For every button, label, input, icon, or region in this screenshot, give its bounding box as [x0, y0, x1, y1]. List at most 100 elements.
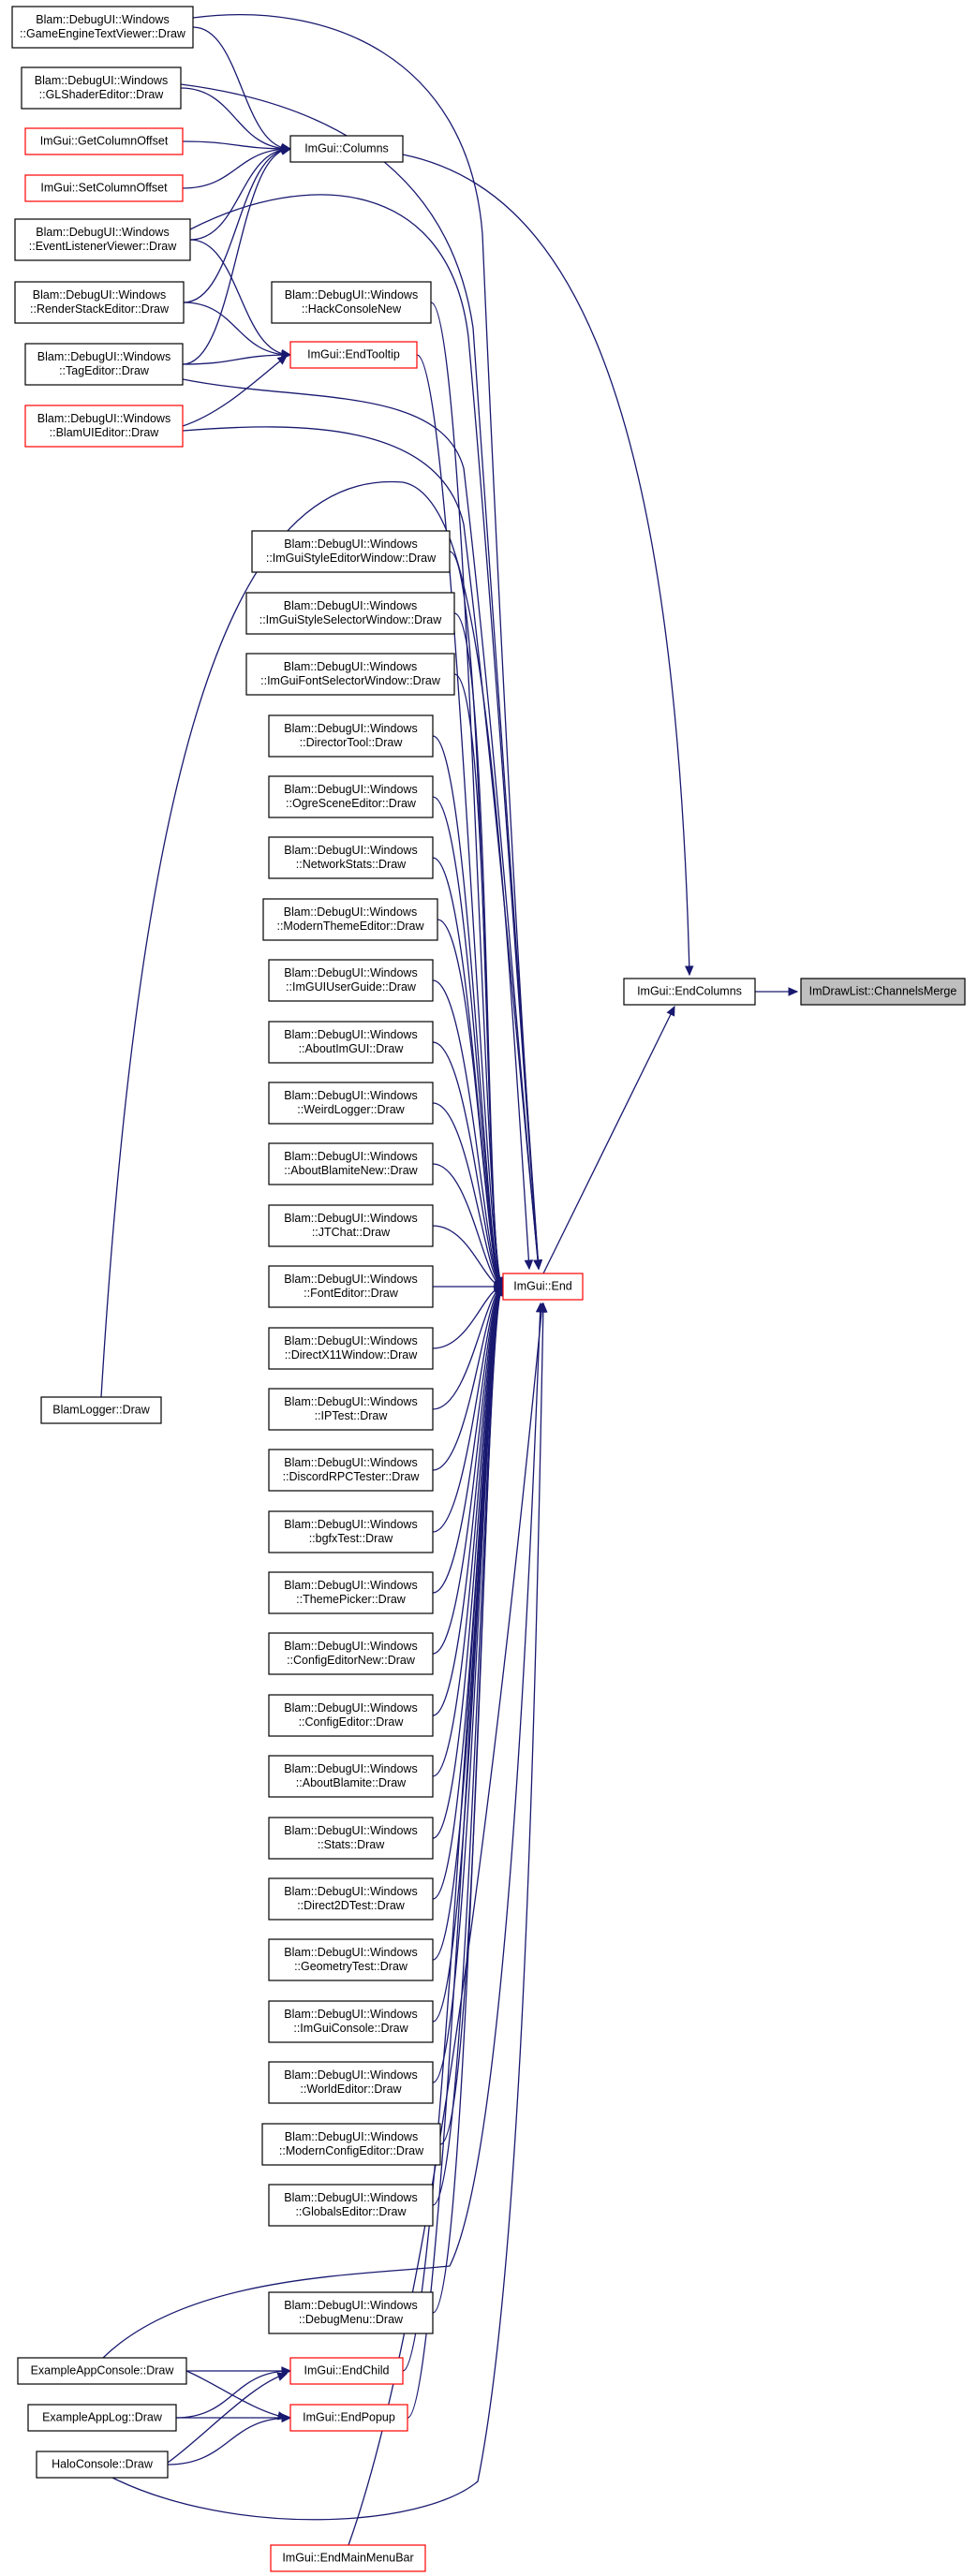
- node-label-line: ImDrawList::ChannelsMerge: [809, 984, 957, 997]
- node-geometry-test[interactable]: Blam::DebugUI::Windows::GeometryTest::Dr…: [268, 1938, 434, 1981]
- edge-line: [167, 2417, 291, 2466]
- node-example-app-console[interactable]: ExampleAppConsole::Draw: [17, 2357, 187, 2385]
- node-blam-logger[interactable]: BlamLogger::Draw: [40, 1396, 162, 1424]
- node-jt-chat[interactable]: Blam::DebugUI::Windows::JTChat::Draw: [268, 1204, 434, 1247]
- node-stats[interactable]: Blam::DebugUI::Windows::Stats::Draw: [268, 1817, 434, 1860]
- node-event-listener-viewer[interactable]: Blam::DebugUI::Windows::EventListenerVie…: [14, 218, 191, 261]
- node-weird-logger[interactable]: Blam::DebugUI::Windows::WeirdLogger::Dra…: [268, 1082, 434, 1125]
- edge-line: [407, 1286, 504, 2419]
- edge-blam_logger-to-end: [100, 480, 534, 1398]
- node-ip-test[interactable]: Blam::DebugUI::Windows::IPTest::Draw: [268, 1388, 434, 1431]
- node-box: [268, 1755, 434, 1798]
- node-discord-rpc-tester[interactable]: Blam::DebugUI::Windows::DiscordRPCTester…: [268, 1449, 434, 1492]
- node-box: [251, 530, 451, 573]
- node-direct-x11-window[interactable]: Blam::DebugUI::Windows::DirectX11Window:…: [268, 1327, 434, 1370]
- node-end-popup[interactable]: ImGui::EndPopup: [289, 2404, 408, 2432]
- node-imgui-style-selector[interactable]: Blam::DebugUI::Windows::ImGuiStyleSelect…: [245, 592, 455, 635]
- node-render-stack-editor[interactable]: Blam::DebugUI::Windows::RenderStackEdito…: [14, 281, 185, 324]
- node-end[interactable]: ImGui::End: [502, 1273, 584, 1301]
- node-box: [268, 1571, 434, 1614]
- edge-line: [100, 480, 530, 1398]
- node-network-stats[interactable]: Blam::DebugUI::Windows::NetworkStats::Dr…: [268, 836, 434, 879]
- edge-line: [182, 378, 540, 1270]
- node-imgui-user-guide[interactable]: Blam::DebugUI::Windows::ImGUIUserGuide::…: [268, 959, 434, 1002]
- node-label-line: Blam::DebugUI::Windows: [284, 2299, 417, 2312]
- node-halo-console[interactable]: HaloConsole::Draw: [36, 2451, 169, 2479]
- node-imgui-console[interactable]: Blam::DebugUI::Windows::ImGuiConsole::Dr…: [268, 2000, 434, 2043]
- node-label-line: Blam::DebugUI::Windows: [284, 2008, 417, 2021]
- node-box: [268, 1204, 434, 1247]
- edge-line: [432, 1102, 504, 1288]
- edge-arrowhead: [276, 355, 288, 365]
- node-label-line: Blam::DebugUI::Windows: [284, 1334, 417, 1347]
- node-label-line: ImGui::End: [513, 1279, 572, 1292]
- node-end-child[interactable]: ImGui::EndChild: [289, 2357, 404, 2385]
- node-game-engine-text-viewer[interactable]: Blam::DebugUI::Windows::GameEngineTextVi…: [11, 6, 194, 49]
- node-director-tool[interactable]: Blam::DebugUI::Windows::DirectorTool::Dr…: [268, 714, 434, 758]
- node-box: [289, 341, 418, 369]
- node-tag-editor[interactable]: Blam::DebugUI::Windows::TagEditor::Draw: [24, 343, 184, 386]
- node-label-line: Blam::DebugUI::Windows: [284, 537, 417, 551]
- node-box: [268, 2000, 434, 2043]
- node-about-imgui[interactable]: Blam::DebugUI::Windows::AboutImGUI::Draw: [268, 1021, 434, 1064]
- node-globals-editor[interactable]: Blam::DebugUI::Windows::GlobalsEditor::D…: [268, 2184, 434, 2227]
- node-about-blamite-new[interactable]: Blam::DebugUI::Windows::AboutBlamiteNew:…: [268, 1142, 434, 1185]
- node-get-column-offset[interactable]: ImGui::GetColumnOffset: [24, 127, 184, 155]
- node-label-line: ::HackConsoleNew: [302, 302, 402, 316]
- edge-line: [182, 354, 291, 365]
- node-end-main-menu-bar[interactable]: ImGui::EndMainMenuBar: [270, 2544, 426, 2572]
- edge-line: [167, 2373, 288, 2464]
- node-modern-config-editor[interactable]: Blam::DebugUI::Windows::ModernConfigEdit…: [261, 2123, 441, 2166]
- node-imgui-font-selector[interactable]: Blam::DebugUI::Windows::ImGuiFontSelecto…: [245, 653, 455, 696]
- node-ogre-scene-editor[interactable]: Blam::DebugUI::Windows::OgreSceneEditor:…: [268, 775, 434, 818]
- node-config-editor-new[interactable]: Blam::DebugUI::Windows::ConfigEditorNew:…: [268, 1632, 434, 1675]
- edge-end_main_menu_bar-to-end: [348, 1302, 546, 2546]
- edge-line: [102, 1303, 541, 2359]
- node-font-editor[interactable]: Blam::DebugUI::Windows::FontEditor::Draw: [268, 1265, 434, 1308]
- edge-line: [180, 87, 291, 150]
- node-hack-console-new[interactable]: Blam::DebugUI::Windows::HackConsoleNew: [271, 281, 432, 324]
- node-end-columns[interactable]: ImGui::EndColumns: [623, 978, 756, 1006]
- node-box: [268, 2184, 434, 2227]
- node-gl-shader-editor[interactable]: Blam::DebugUI::Windows::GLShaderEditor::…: [21, 66, 182, 110]
- node-theme-picker[interactable]: Blam::DebugUI::Windows::ThemePicker::Dra…: [268, 1571, 434, 1614]
- node-box: [268, 1510, 434, 1553]
- node-label-line: Blam::DebugUI::Windows: [284, 599, 417, 612]
- node-label-line: ImGui::EndMainMenuBar: [282, 2551, 413, 2564]
- node-label-line: Blam::DebugUI::Windows: [284, 1395, 417, 1408]
- edge-halo_console-to-end_child: [167, 2372, 289, 2464]
- node-config-editor[interactable]: Blam::DebugUI::Windows::ConfigEditor::Dr…: [268, 1694, 434, 1737]
- edge-example_app_log-to-end_child: [175, 2366, 292, 2419]
- node-about-blamite[interactable]: Blam::DebugUI::Windows::AboutBlamite::Dr…: [268, 1755, 434, 1798]
- node-world-editor[interactable]: Blam::DebugUI::Windows::WorldEditor::Dra…: [268, 2061, 434, 2104]
- node-label-line: Blam::DebugUI::Windows: [284, 1762, 417, 1775]
- edge-line: [185, 2370, 288, 2419]
- node-label-line: Blam::DebugUI::Windows: [284, 1212, 417, 1225]
- node-channels-merge[interactable]: ImDrawList::ChannelsMerge: [800, 978, 966, 1006]
- edge-arrowhead: [281, 2413, 292, 2423]
- node-label-line: Blam::DebugUI::Windows: [284, 660, 417, 673]
- node-label-line: ImGui::EndTooltip: [307, 347, 400, 361]
- node-bgfx-test[interactable]: Blam::DebugUI::Windows::bgfxTest::Draw: [268, 1510, 434, 1553]
- node-end-tooltip[interactable]: ImGui::EndTooltip: [289, 341, 418, 369]
- node-blam-ui-editor[interactable]: Blam::DebugUI::Windows::BlamUIEditor::Dr…: [24, 405, 184, 448]
- edge-line: [182, 148, 291, 365]
- node-box: [24, 127, 184, 155]
- node-columns[interactable]: ImGui::Columns: [289, 135, 404, 163]
- edge-line: [175, 2370, 291, 2419]
- node-example-app-log[interactable]: ExampleAppLog::Draw: [27, 2404, 177, 2432]
- node-direct2d-test[interactable]: Blam::DebugUI::Windows::Direct2DTest::Dr…: [268, 1877, 434, 1921]
- node-label-line: Blam::DebugUI::Windows: [284, 844, 417, 857]
- node-label-line: ::ModernThemeEditor::Draw: [276, 920, 424, 933]
- node-box: [14, 281, 185, 324]
- node-box: [268, 1265, 434, 1308]
- node-imgui-style-editor[interactable]: Blam::DebugUI::Windows::ImGuiStyleEditor…: [251, 530, 451, 573]
- node-label-line: ::DebugMenu::Draw: [299, 2313, 404, 2326]
- node-debug-menu[interactable]: Blam::DebugUI::Windows::DebugMenu::Draw: [268, 2291, 434, 2334]
- edge-line: [437, 919, 504, 1288]
- node-modern-theme-editor[interactable]: Blam::DebugUI::Windows::ModernThemeEdito…: [262, 898, 438, 941]
- node-box: [268, 1877, 434, 1921]
- node-label-line: ::ImGuiStyleEditorWindow::Draw: [266, 552, 437, 565]
- node-set-column-offset[interactable]: ImGui::SetColumnOffset: [24, 174, 184, 202]
- node-label-line: Blam::DebugUI::Windows: [284, 1946, 417, 1959]
